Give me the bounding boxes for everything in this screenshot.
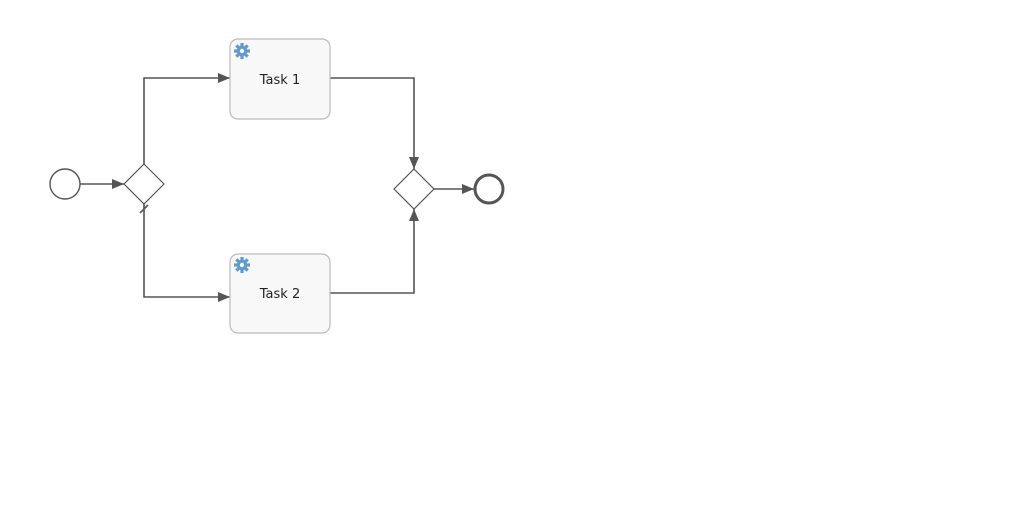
flow-split-to-task2-default[interactable] (143, 204, 230, 302)
split-gateway[interactable] (123, 163, 165, 205)
task-1-label: Task 1 (259, 73, 300, 88)
task-1-box[interactable] (229, 38, 331, 120)
flow-split-to-task1[interactable] (143, 73, 230, 164)
flow-task1-to-join[interactable] (330, 77, 419, 169)
flow-task2-to-join[interactable] (330, 209, 419, 294)
task-2[interactable]: Task 2 (229, 253, 331, 334)
start-event[interactable] (49, 168, 81, 200)
task-2-label: Task 2 (259, 287, 300, 302)
end-event[interactable] (473, 173, 505, 205)
gear-icon (234, 257, 250, 273)
task-1[interactable]: Task 1 (229, 38, 331, 120)
default-flow-marker (139, 204, 149, 214)
sequence-flows (80, 73, 474, 302)
task-2-box[interactable] (229, 253, 331, 334)
join-gateway[interactable] (393, 168, 435, 210)
gear-icon (234, 43, 250, 59)
